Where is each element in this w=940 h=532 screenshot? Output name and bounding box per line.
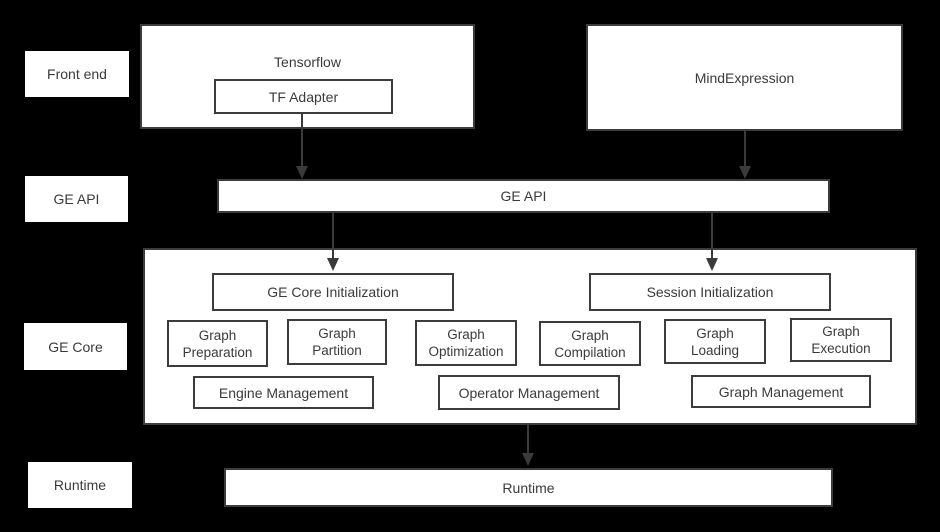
- row-label-front-end: Front end: [25, 51, 129, 97]
- runtime-bar: Runtime: [224, 468, 833, 507]
- row-label-ge-core: GE Core: [24, 323, 127, 370]
- row-label-ge-api: GE API: [25, 176, 128, 222]
- stage-line: Graph: [696, 325, 734, 341]
- stage-line: Execution: [811, 341, 871, 356]
- stage-line: Graph: [822, 324, 860, 339]
- session-initialization-box: Session Initialization: [589, 273, 831, 311]
- stage-line: Preparation: [182, 344, 253, 360]
- ge-core-initialization-box: GE Core Initialization: [212, 273, 454, 311]
- arrow-mind-expression-to-ge-api-icon: [739, 131, 751, 179]
- ge-api-bar: GE API: [217, 179, 830, 213]
- mind-expression-box: MindExpression: [586, 24, 903, 131]
- operator-management-box: Operator Management: [438, 375, 620, 410]
- row-label-runtime: Runtime: [28, 462, 132, 508]
- tf-adapter-box: TF Adapter: [214, 79, 393, 114]
- stage-line: Partition: [312, 343, 362, 358]
- engine-management-box: Engine Management: [193, 376, 374, 409]
- stage-line: Optimization: [428, 344, 504, 359]
- graph-management-box: Graph Management: [691, 375, 871, 408]
- stage-line: Graph: [318, 326, 356, 341]
- stage-line: Graph: [198, 327, 237, 343]
- stage-line: Graph: [571, 327, 609, 343]
- arrow-ge-core-to-runtime-icon: [522, 425, 534, 466]
- stage-line: Compilation: [554, 344, 626, 360]
- stage-line: Graph: [447, 327, 485, 342]
- stage-line: Loading: [690, 342, 740, 358]
- tensorflow-title: Tensorflow: [274, 54, 341, 70]
